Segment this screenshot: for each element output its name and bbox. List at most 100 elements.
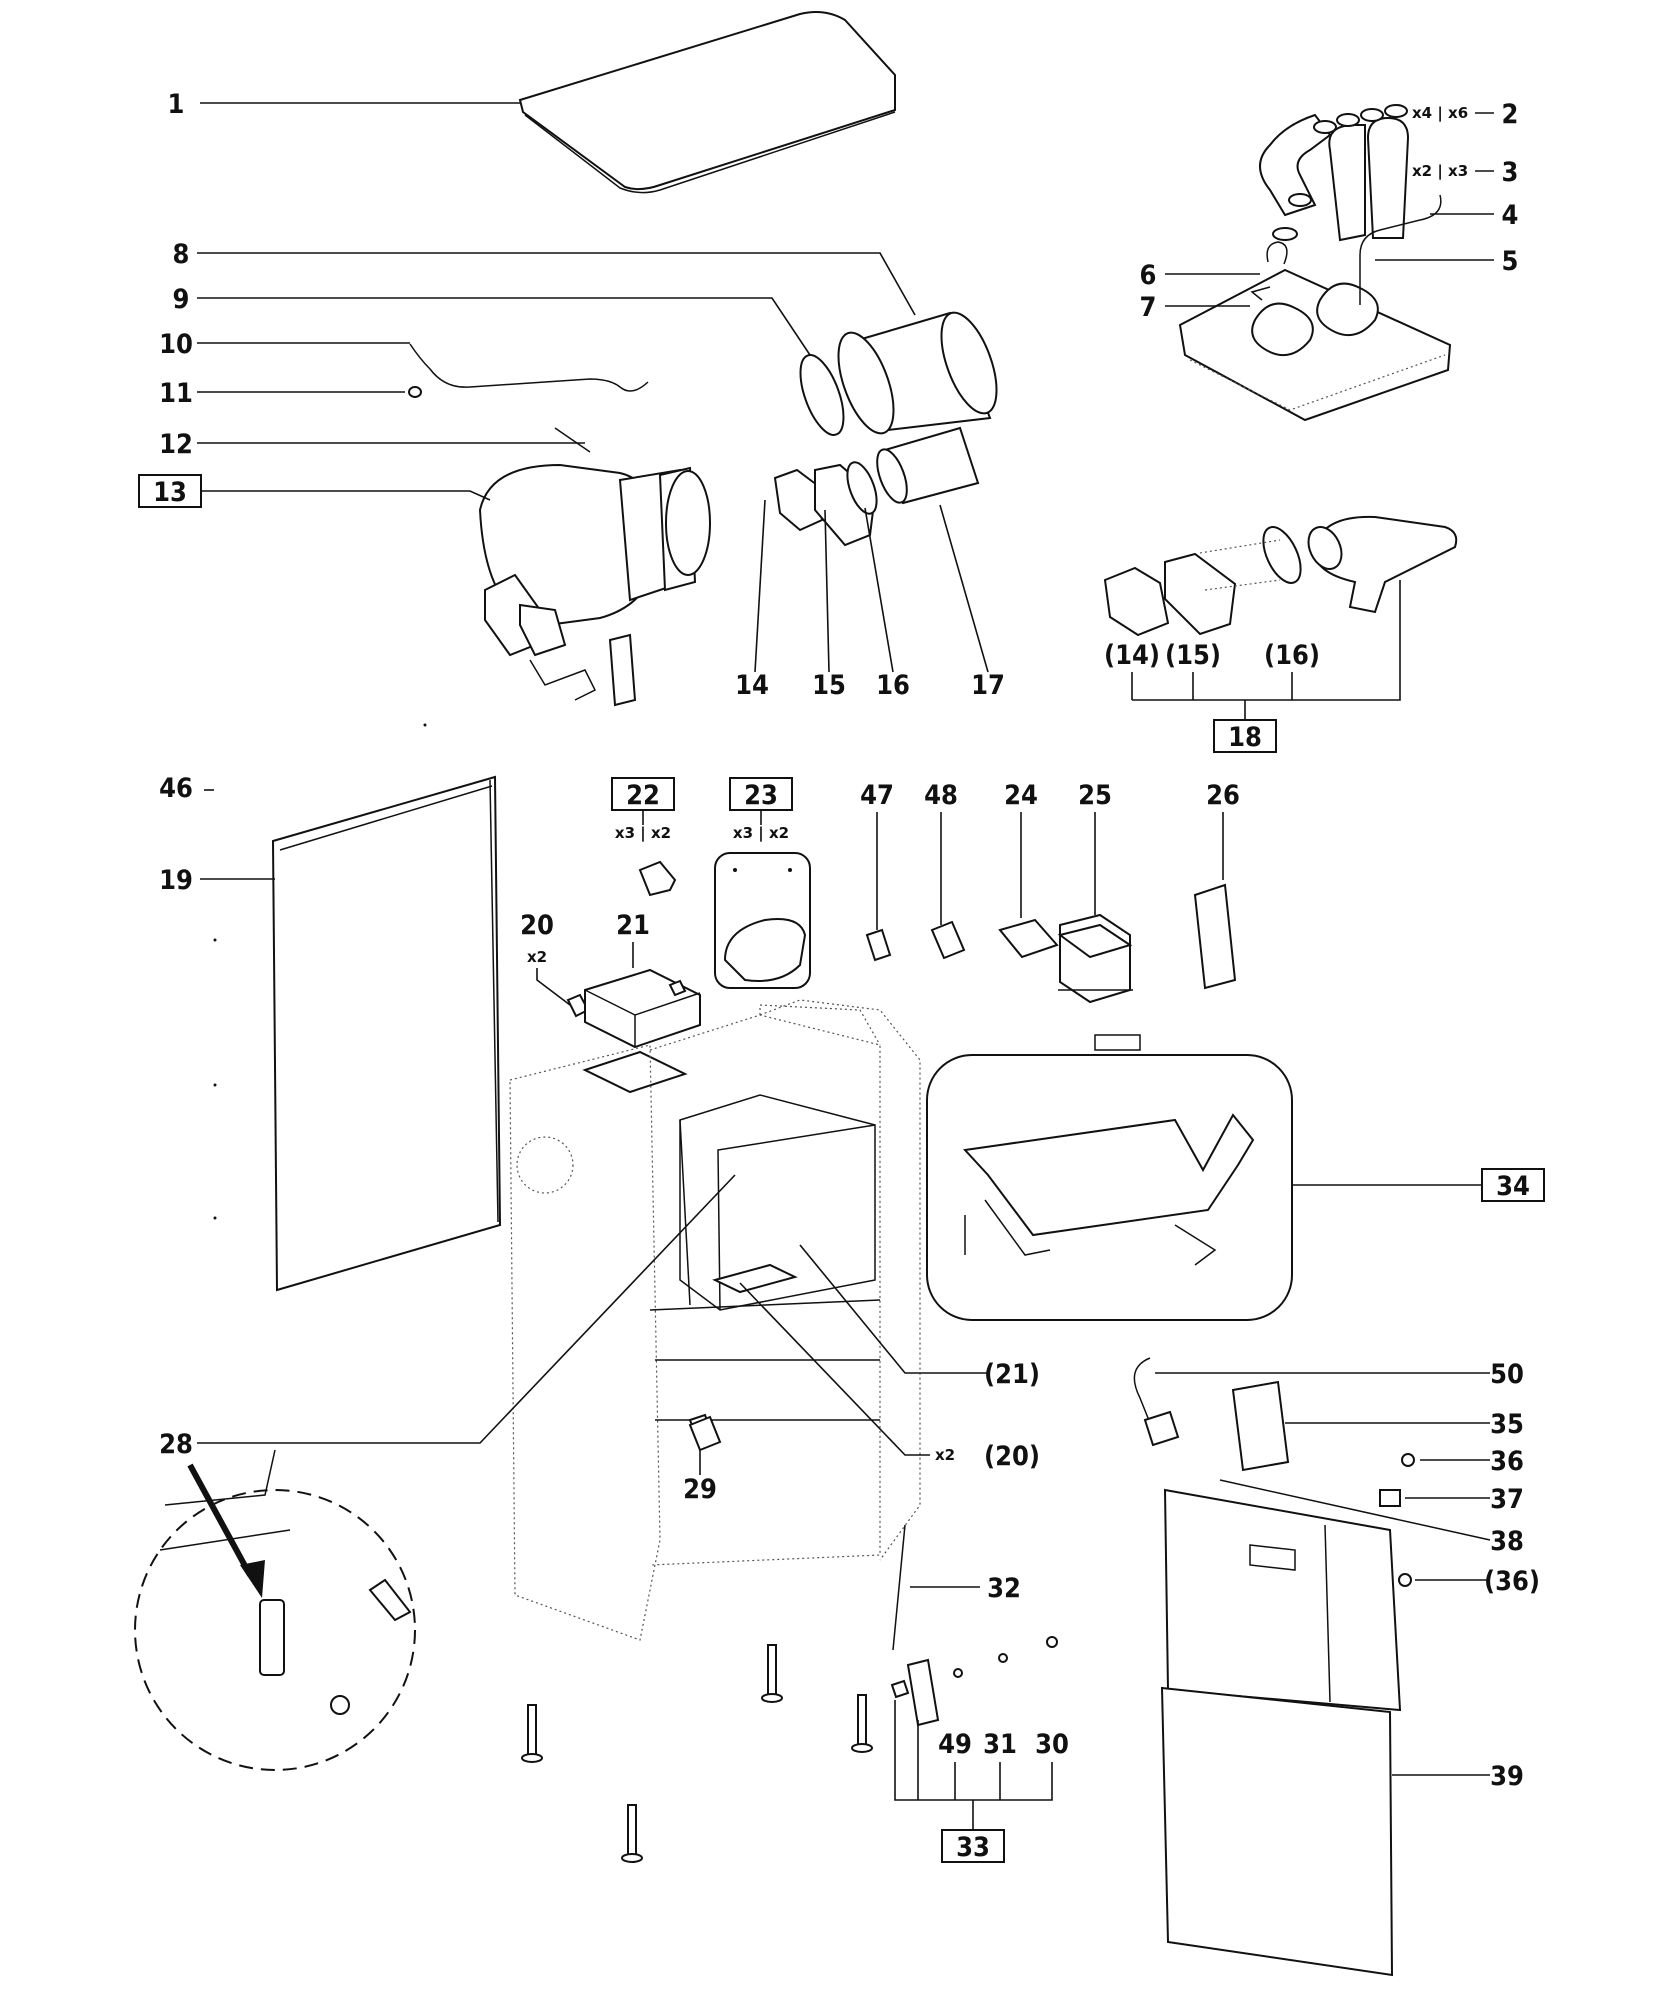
leader-8: [197, 252, 916, 316]
burner-head-assembly: [1178, 104, 1452, 422]
label-5: 5: [1502, 246, 1519, 277]
label-7: 7: [1140, 292, 1157, 323]
connector-50-part: [1143, 1410, 1180, 1447]
label-32: 32: [987, 1573, 1021, 1604]
label-49: 49: [938, 1729, 972, 1760]
leader-14: [754, 499, 766, 673]
knob-36-part: [1401, 1453, 1415, 1467]
blast-tube-part: [837, 311, 998, 435]
label-21: 21: [616, 910, 650, 941]
label-13-box: [138, 474, 202, 508]
label-47: 47: [860, 780, 894, 811]
regulator-33-fitting: [890, 1679, 910, 1699]
label-p36: (36): [1484, 1566, 1540, 1597]
qty-p20: x2: [935, 1446, 955, 1464]
ring-16-part: [846, 461, 878, 515]
label-18: 18: [1228, 722, 1262, 753]
module-26-part: [1193, 883, 1237, 990]
label-4: 4: [1502, 200, 1519, 231]
hose-32-part: [892, 1524, 906, 1651]
label-14: 14: [735, 670, 769, 701]
label-9: 9: [173, 284, 190, 315]
junction-box-21-part: [584, 968, 701, 1049]
fan-motor-part: [478, 463, 711, 707]
cable-50-part: [1133, 1357, 1151, 1424]
label-33-box: [941, 1829, 1005, 1863]
relay-22-part: [638, 860, 677, 897]
label-36: 36: [1490, 1446, 1524, 1477]
fitting-30-part: [1046, 1636, 1058, 1648]
label-46: 46: [159, 773, 193, 804]
detail-28-arrowhead: [240, 1560, 265, 1598]
fitting-49-part: [953, 1668, 963, 1678]
adjustable-feet-part: [521, 1644, 873, 1863]
label-23: 23: [744, 780, 778, 811]
knob-p36-part: [1398, 1573, 1412, 1587]
label-35: 35: [1490, 1409, 1524, 1440]
label-37: 37: [1490, 1484, 1524, 1515]
gasket-14-part: [773, 468, 824, 532]
side-panel-part: [213, 723, 502, 1292]
label-48: 48: [924, 780, 958, 811]
label-25: 25: [1078, 780, 1112, 811]
leader-16: [864, 507, 894, 673]
regulator-33-part: [906, 1658, 940, 1727]
switch-37-part: [1379, 1489, 1401, 1507]
control-unit-23-part: [714, 852, 811, 989]
label-33: 33: [956, 1832, 990, 1863]
label-p21: (21): [984, 1359, 1040, 1390]
label-18-box: [1213, 719, 1277, 753]
leader-28: [197, 1174, 736, 1444]
label-19: 19: [159, 865, 193, 896]
fitting-31-part: [998, 1653, 1008, 1663]
qty-3: x2 | x3: [1412, 162, 1468, 181]
cooling-fan-24-part: [998, 918, 1059, 959]
label-13: 13: [153, 477, 187, 508]
flange-kit-18-part: [1103, 515, 1458, 637]
leader-20: [536, 968, 571, 1006]
label-12: 12: [159, 429, 193, 460]
label-10: 10: [159, 329, 193, 360]
label-p15: (15): [1165, 640, 1221, 671]
label-34: 34: [1496, 1171, 1530, 1202]
label-6: 6: [1140, 260, 1157, 291]
leader-18d: [1132, 580, 1401, 701]
leader-17: [939, 504, 989, 673]
relay-48-part: [930, 920, 966, 960]
label-8: 8: [173, 239, 190, 270]
label-22-box: [611, 777, 675, 811]
leader-13: [201, 490, 491, 501]
inner-door-part: [1163, 1488, 1402, 1712]
label-p20: (20): [984, 1441, 1040, 1472]
nut-part: [408, 386, 422, 398]
pin-part: [554, 427, 591, 453]
label-1: 1: [168, 89, 185, 120]
label-31: 31: [983, 1729, 1017, 1760]
label-2: 2: [1502, 99, 1519, 130]
label-16: 16: [876, 670, 910, 701]
detail-28-nut: [330, 1695, 350, 1715]
detail-28-circle: [134, 1489, 416, 1771]
label-15: 15: [812, 670, 846, 701]
leader-15: [824, 509, 830, 673]
valve-29-part: [688, 1415, 722, 1452]
label-28: 28: [159, 1429, 193, 1460]
label-p16: (16): [1264, 640, 1320, 671]
top-cover-part: [518, 11, 896, 194]
tube-ring-part: [799, 354, 845, 436]
leader-p20: [739, 1282, 930, 1456]
transformer-25-part: [1057, 913, 1141, 1051]
label-26: 26: [1206, 780, 1240, 811]
detail-28-frame: [159, 1449, 291, 1551]
label-3: 3: [1502, 157, 1519, 188]
cable-part: [409, 343, 649, 392]
mounting-bracket-34-part: [962, 1113, 1255, 1266]
label-p14: (14): [1104, 640, 1160, 671]
label-34-box: [1481, 1168, 1545, 1202]
fuse-holder-part: [368, 1578, 412, 1622]
label-30: 30: [1035, 1729, 1069, 1760]
fuse-28-part: [259, 1599, 285, 1676]
display-35-part: [1231, 1380, 1290, 1472]
rod-38-part: [1219, 1479, 1491, 1541]
